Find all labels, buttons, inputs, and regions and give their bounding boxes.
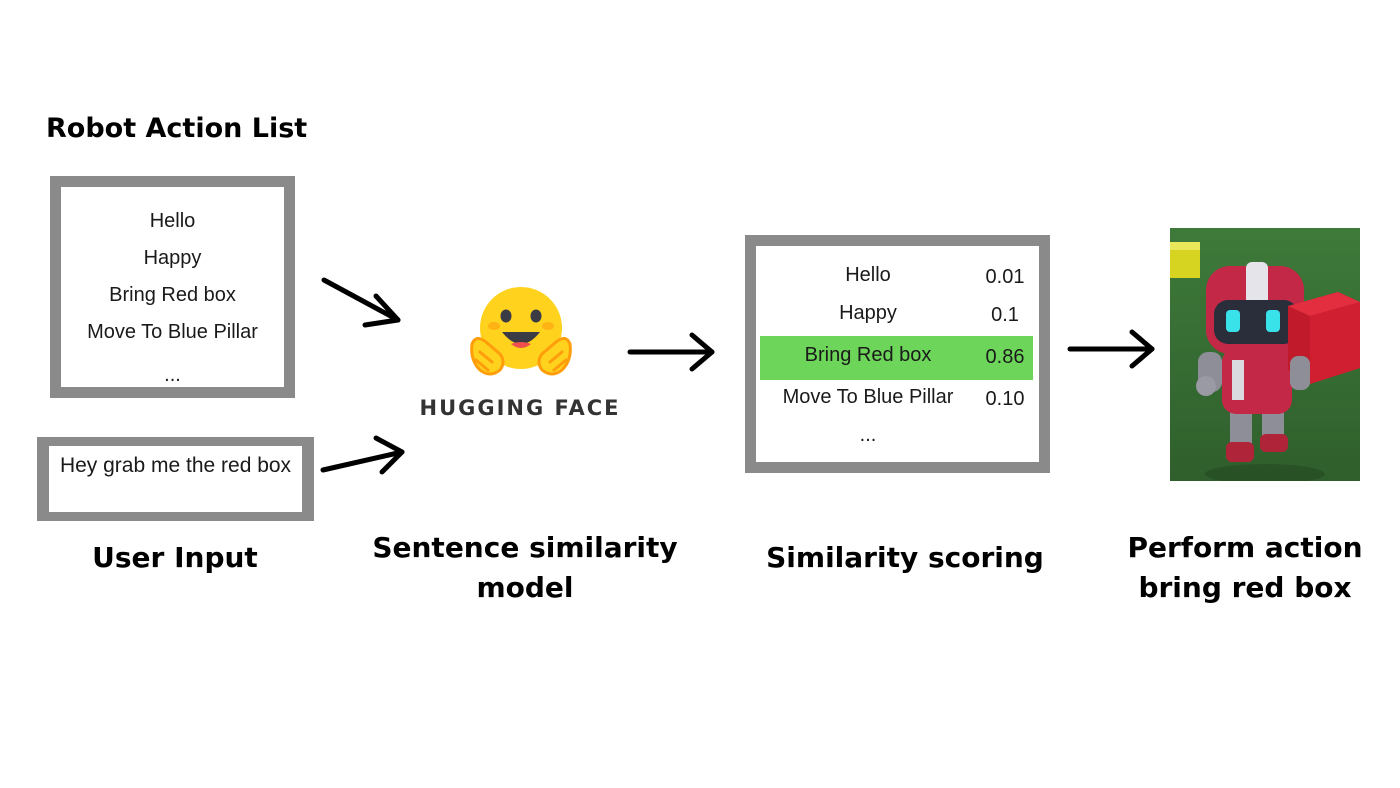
action-list-box: Hello Happy Bring Red box Move To Blue P… [50, 176, 295, 398]
action-caption-line-2: bring red box [1138, 571, 1352, 604]
action-list-item: Hello [149, 210, 196, 232]
hugging-face-label: HUGGING FACE [419, 396, 621, 420]
score-value: 0.1 [991, 304, 1019, 326]
robot-image [1170, 228, 1360, 481]
action-list-item: Happy [143, 247, 202, 269]
action-list-item: Move To Blue Pillar [87, 321, 258, 343]
model-caption-line-2: model [476, 571, 574, 604]
user-input-box: Hey grab me the red box [37, 437, 314, 521]
page-title: Robot Action List [46, 113, 308, 144]
score-row: Hello 0.01 [756, 260, 1039, 298]
arrow-input-to-model-icon [320, 435, 405, 475]
score-row-highlighted: Bring Red box 0.86 [760, 336, 1033, 380]
hugging-face-icon [470, 287, 572, 376]
score-label: Hello [845, 264, 891, 286]
score-label: Bring Red box [804, 344, 932, 366]
model-caption: Sentence similarity model [360, 528, 690, 608]
scoring-caption: Similarity scoring [766, 541, 1044, 574]
model-caption-line-1: Sentence similarity [372, 531, 678, 564]
score-value: 0.86 [985, 346, 1025, 368]
score-row: Happy 0.1 [756, 298, 1039, 336]
score-label: ... [859, 424, 877, 446]
arrow-model-to-scoring-icon [627, 332, 715, 372]
score-label: Move To Blue Pillar [782, 386, 954, 408]
action-caption-line-1: Perform action [1127, 531, 1363, 564]
similarity-scores-box: Hello 0.01 Happy 0.1 Bring Red box 0.86 … [745, 235, 1050, 473]
arrow-scoring-to-action-icon [1067, 329, 1155, 369]
action-caption: Perform action bring red box [1110, 528, 1380, 608]
user-input-caption: User Input [92, 541, 258, 574]
action-list-item: ... [164, 364, 181, 386]
arrow-list-to-model-icon [321, 277, 401, 328]
score-value: 0.10 [985, 388, 1025, 410]
score-label: Happy [839, 302, 897, 324]
score-value: 0.01 [985, 266, 1025, 288]
action-list-item: Bring Red box [109, 284, 236, 306]
score-row: Move To Blue Pillar 0.10 [756, 382, 1039, 420]
score-row: ... [756, 420, 1039, 458]
user-input-text: Hey grab me the red box [59, 454, 292, 477]
